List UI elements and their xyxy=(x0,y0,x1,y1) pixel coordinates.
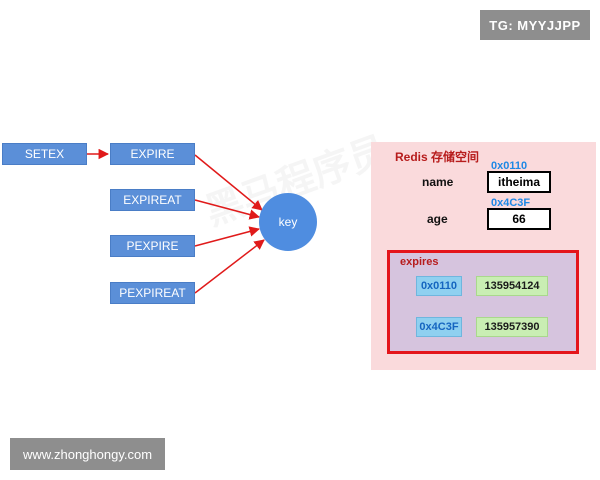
expires-address-2: 0x4C3F xyxy=(416,317,462,337)
expires-timestamp-1: 135954124 xyxy=(476,276,548,296)
arrow-pexpireat-to-key xyxy=(194,239,265,294)
expires-address-1: 0x0110 xyxy=(416,276,462,296)
age-value: 66 xyxy=(487,208,551,230)
arrow-expireat-to-key xyxy=(194,199,261,220)
expires-title: expires xyxy=(400,256,439,268)
age-field-label: age xyxy=(427,212,448,226)
expires-timestamp-2: 135957390 xyxy=(476,317,548,337)
pexpire-box: PEXPIRE xyxy=(110,235,195,257)
pexpireat-box: PEXPIREAT xyxy=(110,282,195,304)
key-node: key xyxy=(259,193,317,251)
age-address: 0x4C3F xyxy=(491,197,531,209)
name-value: itheima xyxy=(487,171,551,193)
name-field-label: name xyxy=(422,175,454,189)
name-address: 0x0110 xyxy=(491,160,528,172)
setex-box: SETEX xyxy=(2,143,87,165)
arrow-expire-to-key xyxy=(194,154,263,211)
expire-box: EXPIRE xyxy=(110,143,195,165)
tg-badge: TG: MYYJJPP xyxy=(480,10,590,40)
redis-storage-title: Redis 存储空间 xyxy=(395,150,480,164)
arrow-pexpire-to-key xyxy=(194,226,261,247)
expireat-box: EXPIREAT xyxy=(110,189,195,211)
site-badge: www.zhonghongy.com xyxy=(10,438,165,470)
